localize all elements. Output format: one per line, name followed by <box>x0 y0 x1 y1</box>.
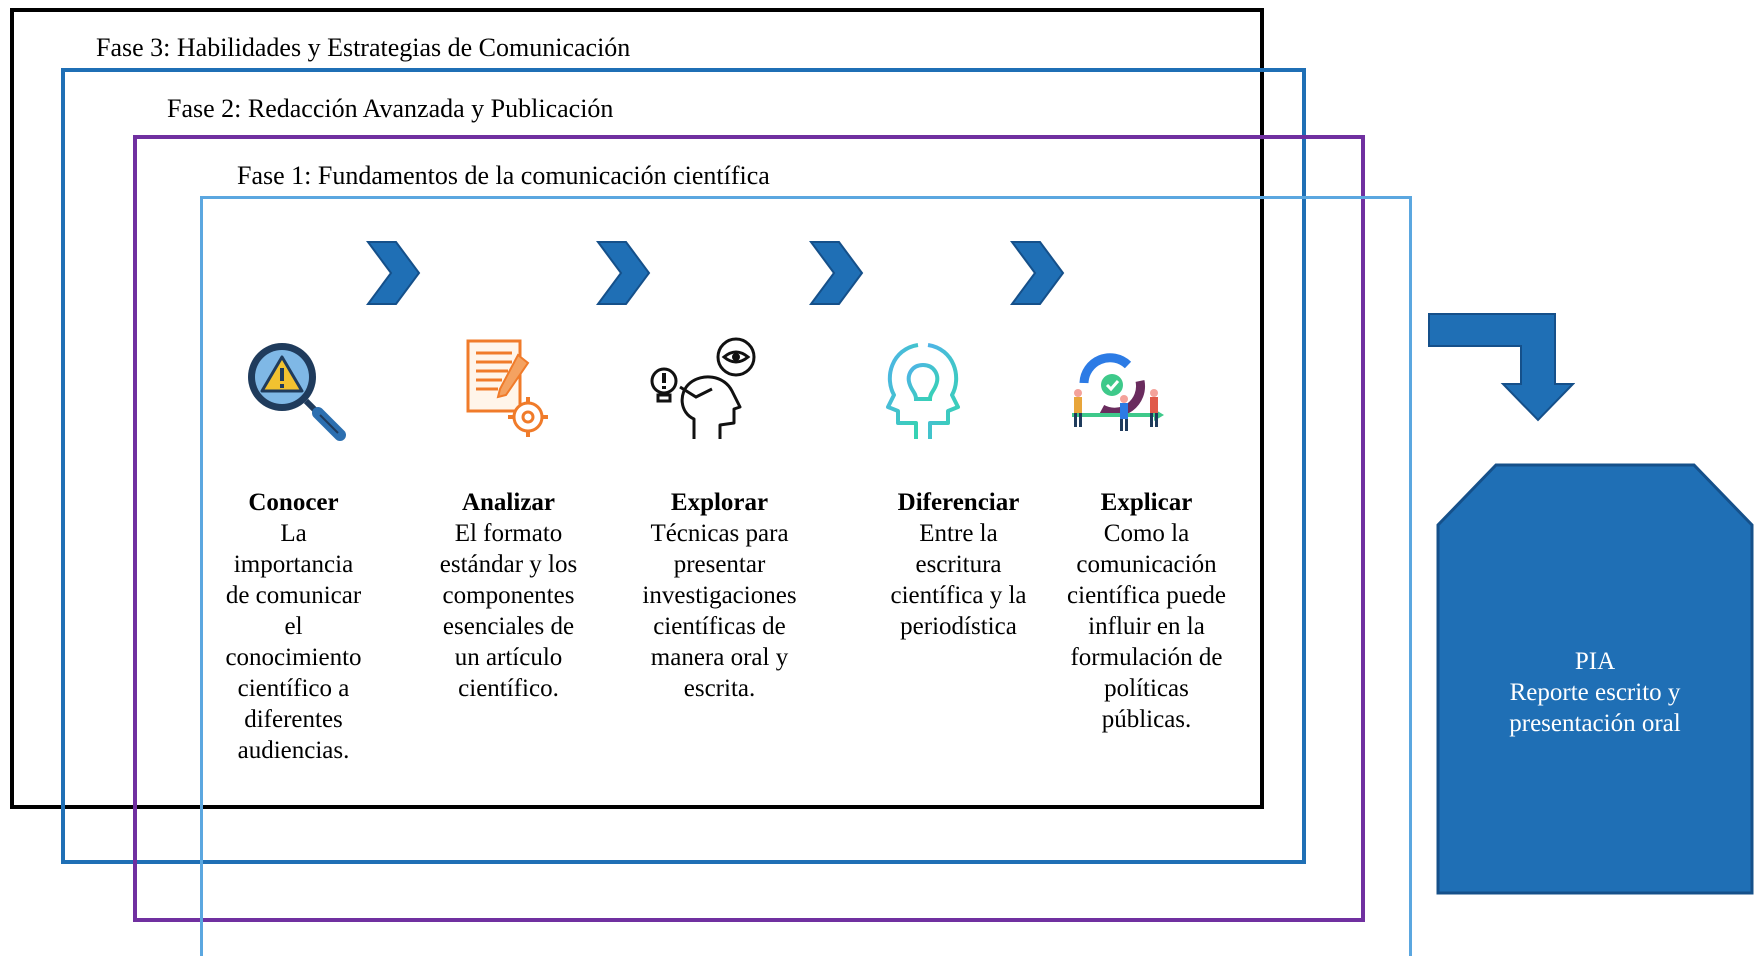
head-idea-eye-icon <box>650 337 756 439</box>
step-description: La importancia de comunicar el conocimie… <box>225 520 362 764</box>
step-verb: Explicar <box>1100 489 1193 516</box>
two-heads-bulb-icon <box>886 343 960 439</box>
step-explorar: Explorar Técnicas para presentar investi… <box>627 487 812 704</box>
step-description: Entre la escritura científica y la perio… <box>890 520 1027 640</box>
phase2-frame <box>61 68 1306 864</box>
content-frame <box>200 196 1412 956</box>
step-description: El formato estándar y los componentes es… <box>439 520 578 702</box>
phase3-frame <box>10 8 1264 809</box>
bent-arrow-down-icon <box>1428 313 1575 422</box>
pia-title: PIA <box>1574 648 1616 675</box>
phase1-title: Fase 1: Fundamentos de la comunicación c… <box>237 161 770 190</box>
document-gear-icon <box>466 339 548 437</box>
step-verb: Explorar <box>670 489 769 516</box>
chevron-right-icon <box>1010 241 1065 305</box>
step-description: Técnicas para presentar investigaciones … <box>642 520 797 702</box>
chevron-right-icon <box>366 241 421 305</box>
step-verb: Analizar <box>461 489 556 516</box>
pia-output-shape <box>1436 463 1754 895</box>
phase1-frame <box>133 135 1365 922</box>
step-analizar: Analizar El formato estándar y los compo… <box>416 487 601 704</box>
step-verb: Conocer <box>248 489 339 516</box>
team-cycle-icon <box>1072 353 1164 431</box>
magnifier-warning-icon <box>248 343 346 441</box>
phase2-title: Fase 2: Redacción Avanzada y Publicación <box>167 94 614 123</box>
step-explicar: Explicar Como la comunicación científica… <box>1054 487 1239 735</box>
step-description: Como la comunicación científica puede in… <box>1067 520 1226 733</box>
chevron-right-icon <box>809 241 864 305</box>
pia-output-text: PIA Reporte escrito y presentación oral <box>1440 646 1750 739</box>
pia-line2: Reporte escrito y <box>1509 679 1681 706</box>
step-verb: Diferenciar <box>897 489 1020 516</box>
step-diferenciar: Diferenciar Entre la escritura científic… <box>866 487 1051 642</box>
pia-line3: presentación oral <box>1509 710 1681 737</box>
phase3-title: Fase 3: Habilidades y Estrategias de Com… <box>96 33 631 62</box>
step-conocer: Conocer La importancia de comunicar el c… <box>201 487 386 766</box>
chevron-right-icon <box>596 241 651 305</box>
